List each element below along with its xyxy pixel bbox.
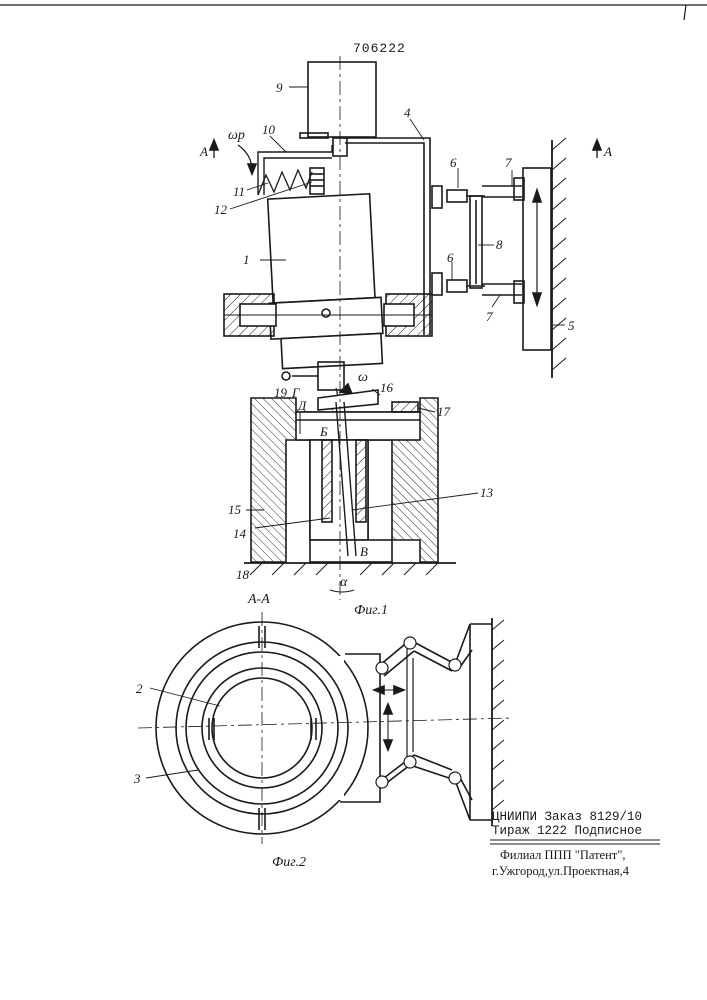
label-2: 2 [136, 681, 143, 696]
label-11: 11 [233, 184, 245, 199]
label-10: 10 [262, 122, 276, 137]
label-7-top: 7 [505, 155, 512, 170]
imprint-line-3: Филиал ППП "Патент", [500, 848, 625, 863]
imprint-line-1: ЦНИИПИ Заказ 8129/10 [492, 810, 642, 825]
label-6-top: 6 [450, 155, 457, 170]
label-14: 16 [380, 380, 394, 395]
label-b: Б [319, 424, 328, 439]
fig1-caption: Фиг.1 [354, 603, 388, 618]
label-4: 4 [404, 105, 411, 120]
section-label-aa: А-А [247, 592, 270, 607]
imprint-line-4: г.Ужгород,ул.Проектная,4 [492, 864, 629, 879]
section-mark-left: А [199, 144, 208, 159]
omega-label: ω [358, 370, 368, 385]
label-17: 17 [437, 404, 451, 419]
label-7-bottom: 7 [486, 309, 493, 324]
figure-2 [138, 612, 512, 844]
section-mark-right: А [603, 144, 612, 159]
label-13: 13 [480, 485, 494, 500]
label-8: 8 [496, 237, 503, 252]
label-15: 14 [233, 526, 247, 541]
label-1: 1 [243, 252, 250, 267]
label-v: В [360, 544, 368, 559]
label-3: 3 [133, 771, 141, 786]
label-5: 5 [568, 318, 575, 333]
label-19: 19 [274, 385, 288, 400]
figure-1 [210, 56, 601, 600]
label-18: 18 [236, 567, 250, 582]
imprint-line-2: Тираж 1222 Подписное [492, 824, 642, 839]
label-6-bottom: 6 [447, 250, 454, 265]
fig2-caption: Фиг.2 [272, 855, 306, 870]
patent-number: 706222 [353, 41, 406, 56]
label-d: Д [296, 398, 307, 413]
label-9: 9 [276, 80, 283, 95]
label-16: 15 [228, 502, 242, 517]
alpha-label: α [340, 575, 348, 590]
label-12: 12 [214, 202, 228, 217]
omega-p-label: ωр [228, 128, 245, 143]
